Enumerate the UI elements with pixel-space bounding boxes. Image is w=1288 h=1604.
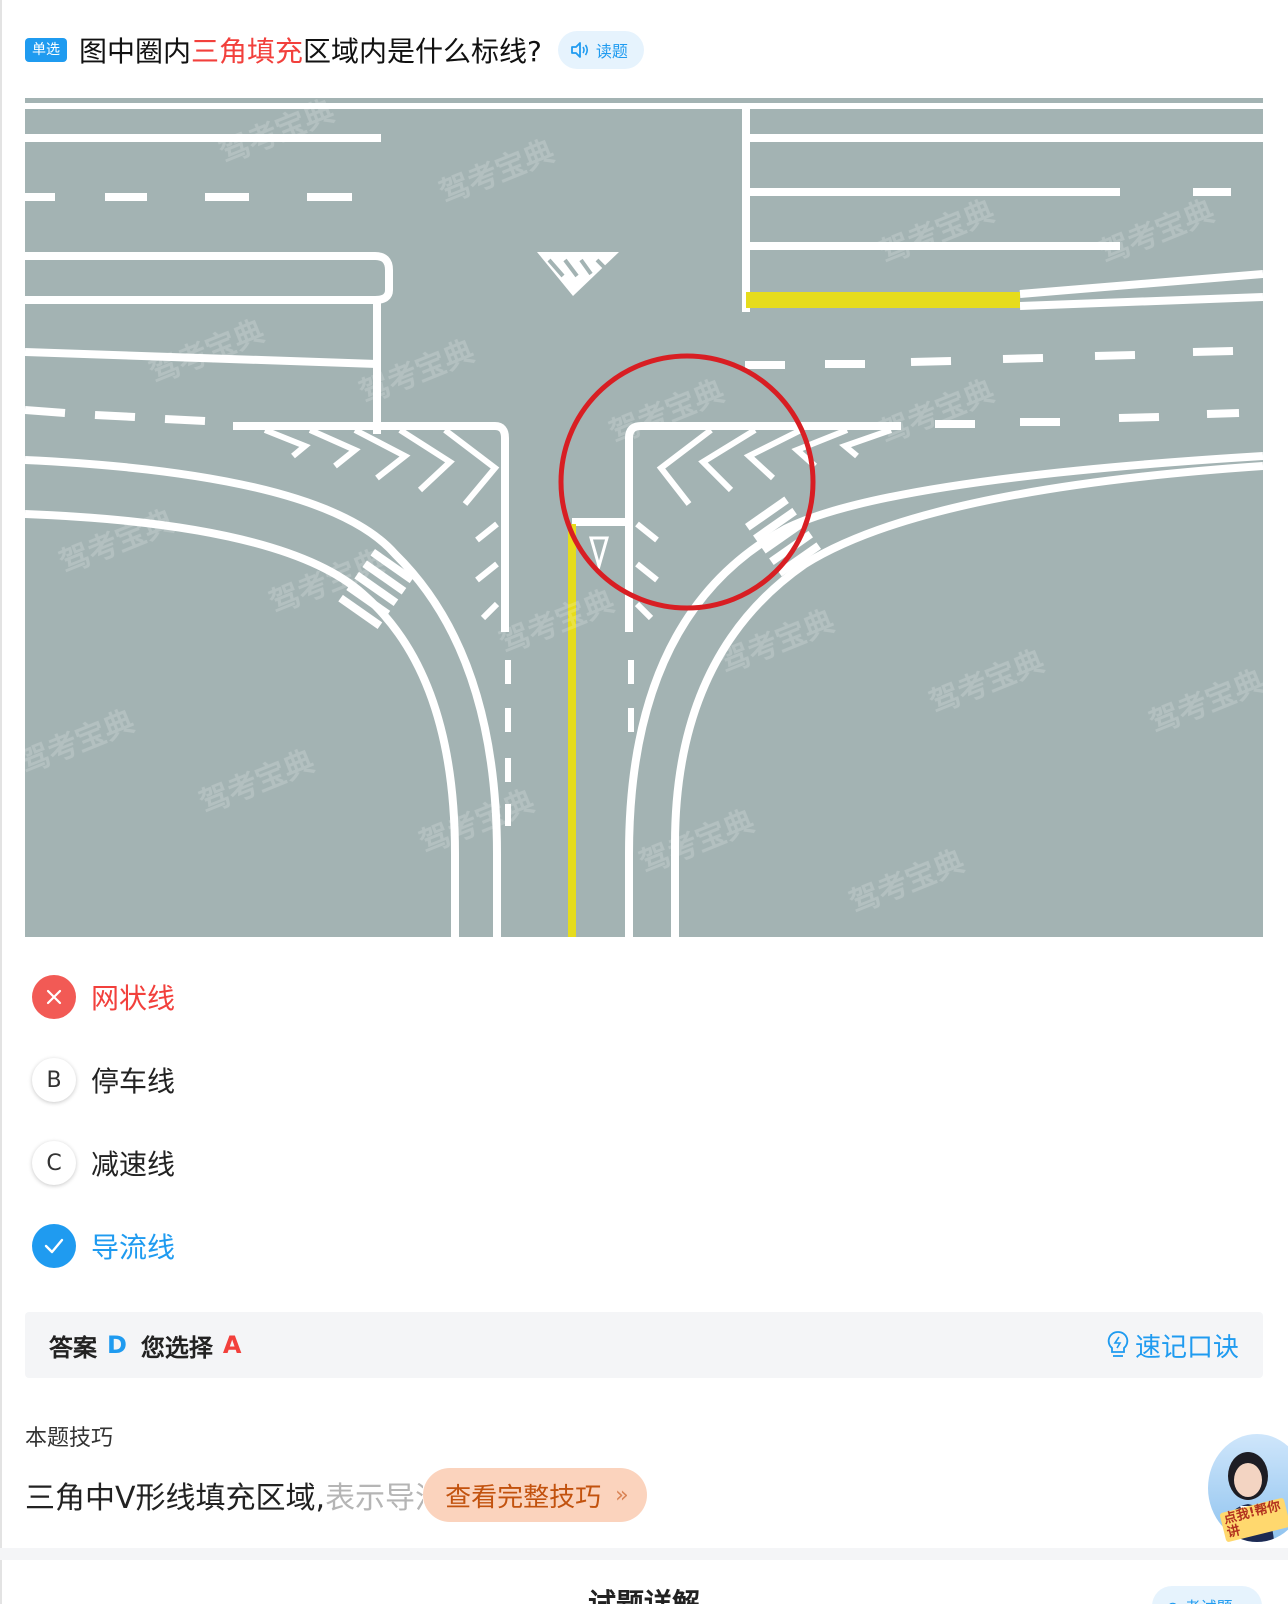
option-b[interactable]: B 停车线 [32,1058,1232,1102]
question-text-after: 区域内是什么标线? [303,35,542,68]
window-edge [0,0,2,1604]
tips-row: 三角中V形线填充区域, 表示导流 查看完整技巧 ›› [25,1468,647,1522]
section-divider [0,1548,1288,1560]
intersection-diagram: 驾考宝典 驾考宝典 驾考宝典 驾考宝典 驾考宝典 驾考宝典 驾考宝典 驾考宝典 … [25,94,1263,937]
question-header: 单选 图中圈内三角填充区域内是什么标线? 读题 [25,30,644,70]
mnemonic-button[interactable]: 速记口诀 [1107,1327,1239,1364]
answer-bar: 答案 D 您选择 A 速记口诀 [25,1312,1263,1378]
selected-value: A [222,1331,242,1359]
read-question-label: 读题 [595,42,628,61]
mnemonic-label: 速记口诀 [1134,1332,1239,1363]
option-d-label: 导流线 [91,1231,176,1264]
question-type-badge: 单选 [25,38,67,62]
answer-label: 答案 [49,1333,97,1362]
option-c[interactable]: C 减速线 [32,1141,1232,1185]
speaker-icon [571,42,588,58]
option-c-letter: C [32,1141,76,1185]
question-image: 驾考宝典 驾考宝典 驾考宝典 驾考宝典 驾考宝典 驾考宝典 驾考宝典 驾考宝典 … [25,94,1263,937]
tips-text: 三角中V形线填充区域, [25,1481,326,1516]
explanation-title: 试题详解 [587,1587,700,1604]
question-text-before: 图中圈内 [79,35,192,68]
option-d[interactable]: 导流线 [32,1224,1232,1268]
option-b-label: 停车线 [91,1065,176,1098]
option-b-letter: B [32,1058,76,1102]
answer-options: 网状线 B 停车线 C 减速线 导流线 [32,975,1232,1307]
answer-value: D [107,1331,127,1359]
view-full-tips-button[interactable]: 查看完整技巧 ›› [423,1468,647,1522]
view-full-tips-label: 查看完整技巧 [445,1482,602,1513]
question-text-highlight: 三角填充 [191,35,304,68]
exam-question-pill[interactable]: ⊙ 考试题 [1152,1586,1262,1604]
option-a[interactable]: 网状线 [32,975,1232,1019]
tips-title: 本题技巧 [25,1426,114,1451]
read-question-button[interactable]: 读题 [557,31,644,69]
red-circle-highlight [558,353,816,611]
option-c-label: 减速线 [91,1148,176,1181]
question-text: 图中圈内三角填充区域内是什么标线? [79,30,542,70]
check-icon [32,1224,76,1268]
x-icon [32,975,76,1019]
tips-text-faded: 表示导流 [325,1481,423,1516]
lightbulb-icon [1107,1331,1129,1357]
option-a-label: 网状线 [91,982,176,1015]
double-chevron-right-icon: ›› [615,1482,628,1508]
selected-label: 您选择 [140,1333,213,1362]
